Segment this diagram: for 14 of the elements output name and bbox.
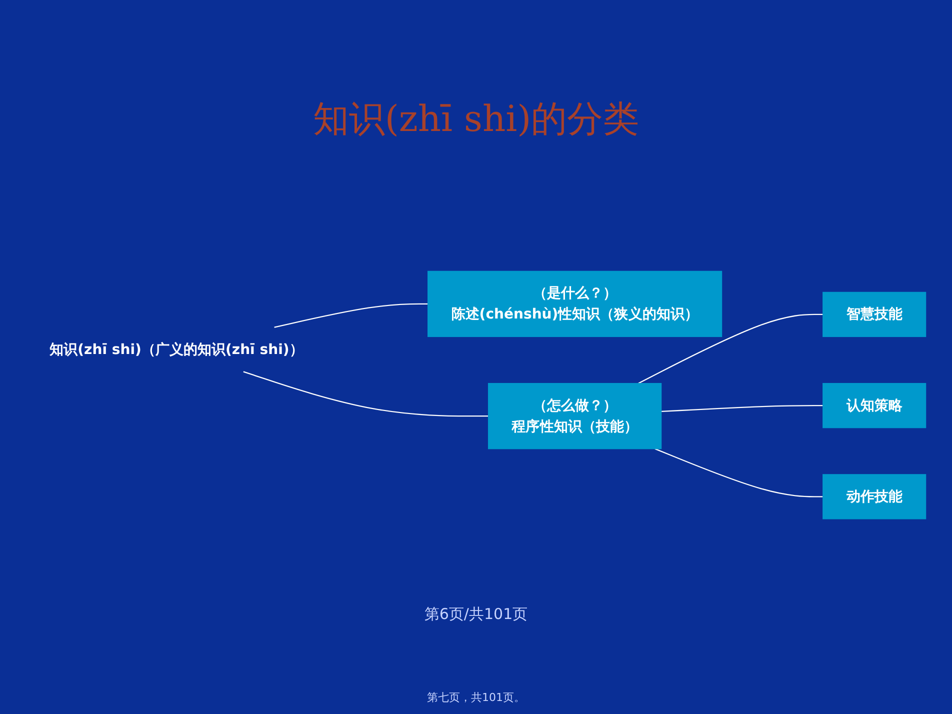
connector [661,404,823,412]
page-number: 第6页/共101页 [424,605,528,624]
node-box: （怎么做？） 程序性知识（技能） [488,382,662,450]
slide-title: 知识(zhī shi)的分类 [312,98,640,142]
node-box: 动作技能 [822,474,926,520]
node-box: 认知策略 [822,382,926,428]
connector [654,448,823,498]
connector [243,371,488,417]
connector [638,314,823,384]
connector [274,303,428,328]
footer-note: 第七页，共101页。 [427,690,525,705]
node-box: 智慧技能 [822,292,926,337]
node-text: 知识(zhī shi)（广义的知识(zhī shi)） [50,341,304,358]
node-box: （是什么？） 陈述(chénshù)性知识（狭义的知识） [428,270,722,337]
